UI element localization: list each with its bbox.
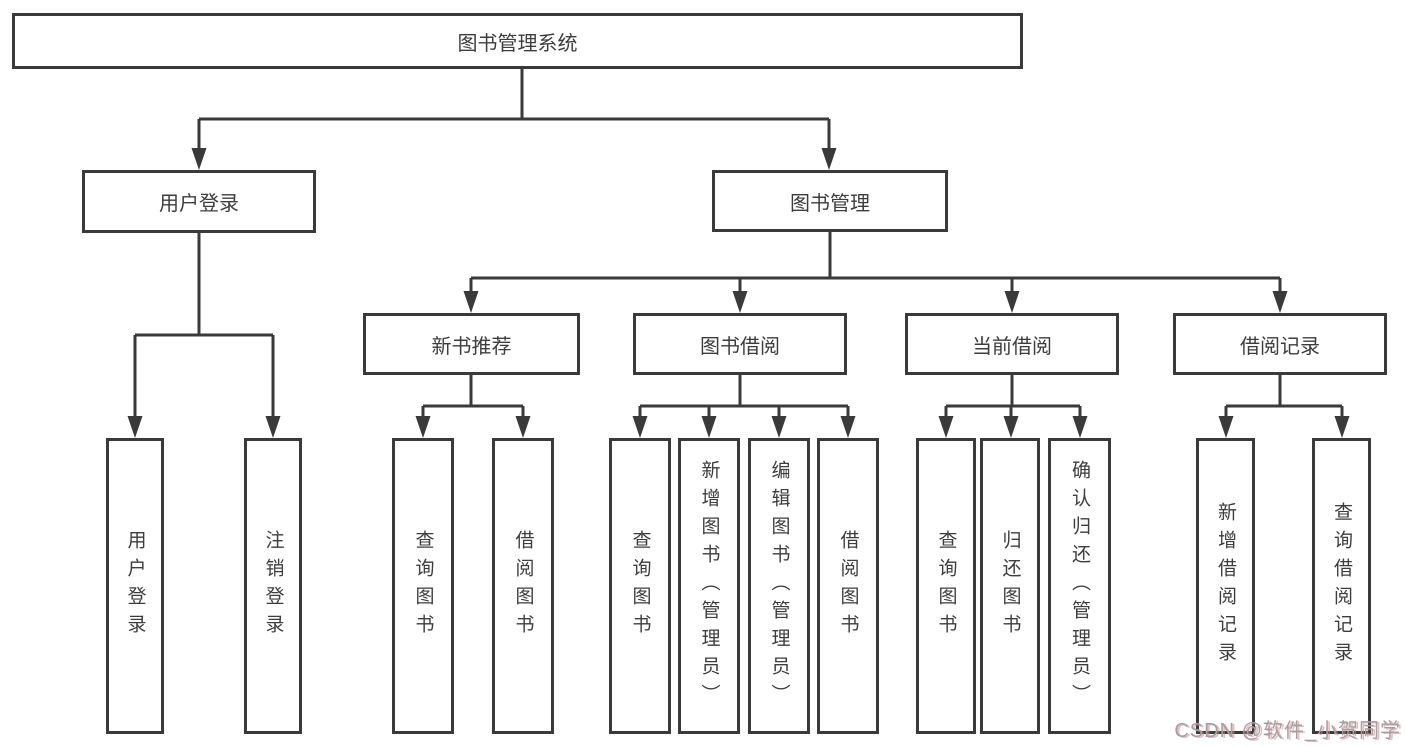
node-book-borrowing-label: 图书借阅 bbox=[700, 335, 780, 358]
leaf-current-return-books-label: 归还图书 bbox=[999, 530, 1021, 642]
leaf-logout: 注销登录 bbox=[244, 438, 302, 734]
leaf-newbook-borrow-books-label: 借阅图书 bbox=[512, 530, 534, 642]
node-book-management: 图书管理 bbox=[712, 170, 948, 232]
leaf-current-query-books: 查询图书 bbox=[916, 438, 976, 734]
watermark: CSDN @软件_小贺同学 bbox=[1174, 720, 1401, 742]
leaf-current-return-books: 归还图书 bbox=[980, 438, 1040, 734]
connector-lines bbox=[133, 69, 1344, 418]
leaf-newbook-query-books: 查询图书 bbox=[392, 438, 454, 734]
node-borrowing-records-label: 借阅记录 bbox=[1240, 335, 1320, 358]
leaf-borrowing-borrow-books-label: 借阅图书 bbox=[837, 530, 859, 642]
leaf-borrowing-add-books-admin-label: 新增图书（管理员） bbox=[698, 460, 720, 712]
leaf-records-query-record: 查询借阅记录 bbox=[1312, 438, 1371, 734]
leaf-records-query-record-label: 查询借阅记录 bbox=[1331, 502, 1352, 670]
node-library-system-label: 图书管理系统 bbox=[457, 32, 578, 55]
leaf-user-login: 用户登录 bbox=[106, 438, 164, 734]
leaf-current-query-books-label: 查询图书 bbox=[935, 530, 957, 642]
leaf-newbook-borrow-books: 借阅图书 bbox=[492, 438, 554, 734]
node-user-login-label: 用户登录 bbox=[159, 193, 239, 215]
node-user-login: 用户登录 bbox=[82, 170, 316, 233]
leaf-records-add-record-label: 新增借阅记录 bbox=[1215, 502, 1236, 670]
arrowhead-icons bbox=[127, 148, 1350, 438]
leaf-current-confirm-return-admin: 确认归还（管理员） bbox=[1048, 438, 1111, 734]
leaf-newbook-query-books-label: 查询图书 bbox=[412, 530, 434, 642]
node-new-book-recommend: 新书推荐 bbox=[363, 313, 580, 375]
leaf-borrowing-edit-books-admin-label: 编辑图书（管理员） bbox=[768, 460, 790, 712]
leaf-borrowing-edit-books-admin: 编辑图书（管理员） bbox=[748, 438, 810, 734]
node-book-management-label: 图书管理 bbox=[790, 192, 870, 215]
leaf-user-login-label: 用户登录 bbox=[124, 530, 146, 642]
leaf-current-confirm-return-admin-label: 确认归还（管理员） bbox=[1069, 460, 1090, 712]
leaf-borrowing-query-books: 查询图书 bbox=[609, 438, 671, 734]
node-library-system: 图书管理系统 bbox=[12, 13, 1023, 69]
leaf-records-add-record: 新增借阅记录 bbox=[1196, 438, 1255, 734]
node-borrowing-records: 借阅记录 bbox=[1173, 313, 1387, 375]
leaf-borrowing-query-books-label: 查询图书 bbox=[629, 530, 651, 642]
node-current-borrowing-label: 当前借阅 bbox=[972, 335, 1052, 358]
node-book-borrowing: 图书借阅 bbox=[633, 313, 847, 375]
node-current-borrowing: 当前借阅 bbox=[905, 313, 1119, 375]
node-new-book-recommend-label: 新书推荐 bbox=[431, 335, 512, 358]
leaf-borrowing-borrow-books: 借阅图书 bbox=[817, 438, 879, 734]
leaf-borrowing-add-books-admin: 新增图书（管理员） bbox=[678, 438, 740, 734]
leaf-logout-label: 注销登录 bbox=[262, 530, 284, 642]
